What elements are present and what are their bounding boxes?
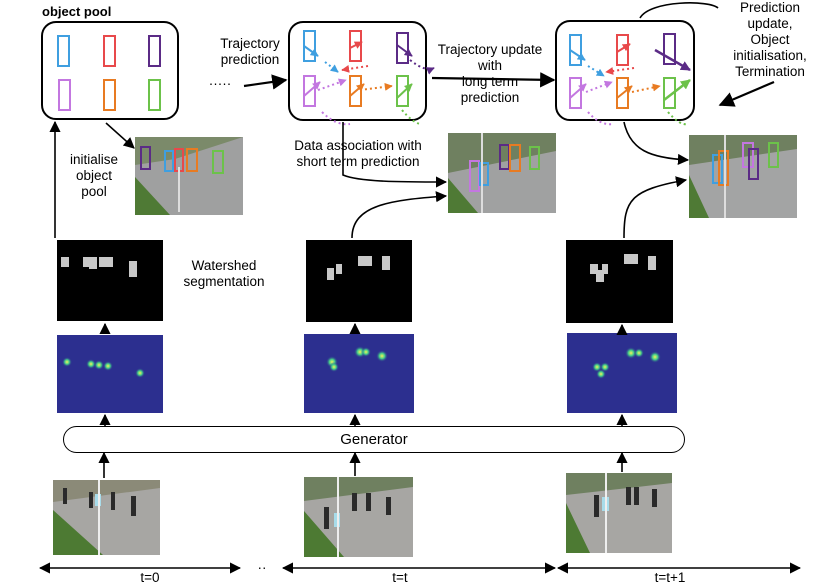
heatmap-tt1 <box>567 333 677 413</box>
input-frame-tt1 <box>566 473 672 553</box>
tracked-frame-3 <box>689 135 797 218</box>
trajectory-update-label: Trajectory update with long term predict… <box>437 42 543 105</box>
trajectory-prediction-label: Trajectory prediction <box>220 36 280 67</box>
watershed-label: Watershed segmentation <box>183 258 265 289</box>
time-gap-dots: ·· <box>257 560 267 575</box>
ellipsis-label: ····· <box>208 76 232 91</box>
input-frame-tt <box>304 477 413 557</box>
initialise-pool-label: initialise object pool <box>69 152 119 199</box>
tracked-frame-2 <box>448 133 556 213</box>
tracked-frame-1 <box>135 137 243 215</box>
heatmap-t0 <box>57 335 163 413</box>
time-label-tt1: t=t+1 <box>654 570 686 585</box>
segmentation-mask-tt <box>306 240 412 322</box>
generator-block: Generator <box>63 426 685 453</box>
object-pool-title: object pool <box>42 4 112 19</box>
segmentation-mask-tt1 <box>566 240 673 323</box>
segmentation-mask-t0 <box>57 240 163 321</box>
heatmap-tt <box>304 334 414 413</box>
time-label-t0: t=0 <box>140 570 160 585</box>
input-frame-t0 <box>53 480 160 555</box>
generator-label: Generator <box>340 431 408 448</box>
time-label-tt: t=t <box>392 570 408 585</box>
prediction-update-label: Prediction update, Object initialisation… <box>733 0 807 79</box>
data-association-label: Data association with short term predict… <box>294 138 422 169</box>
